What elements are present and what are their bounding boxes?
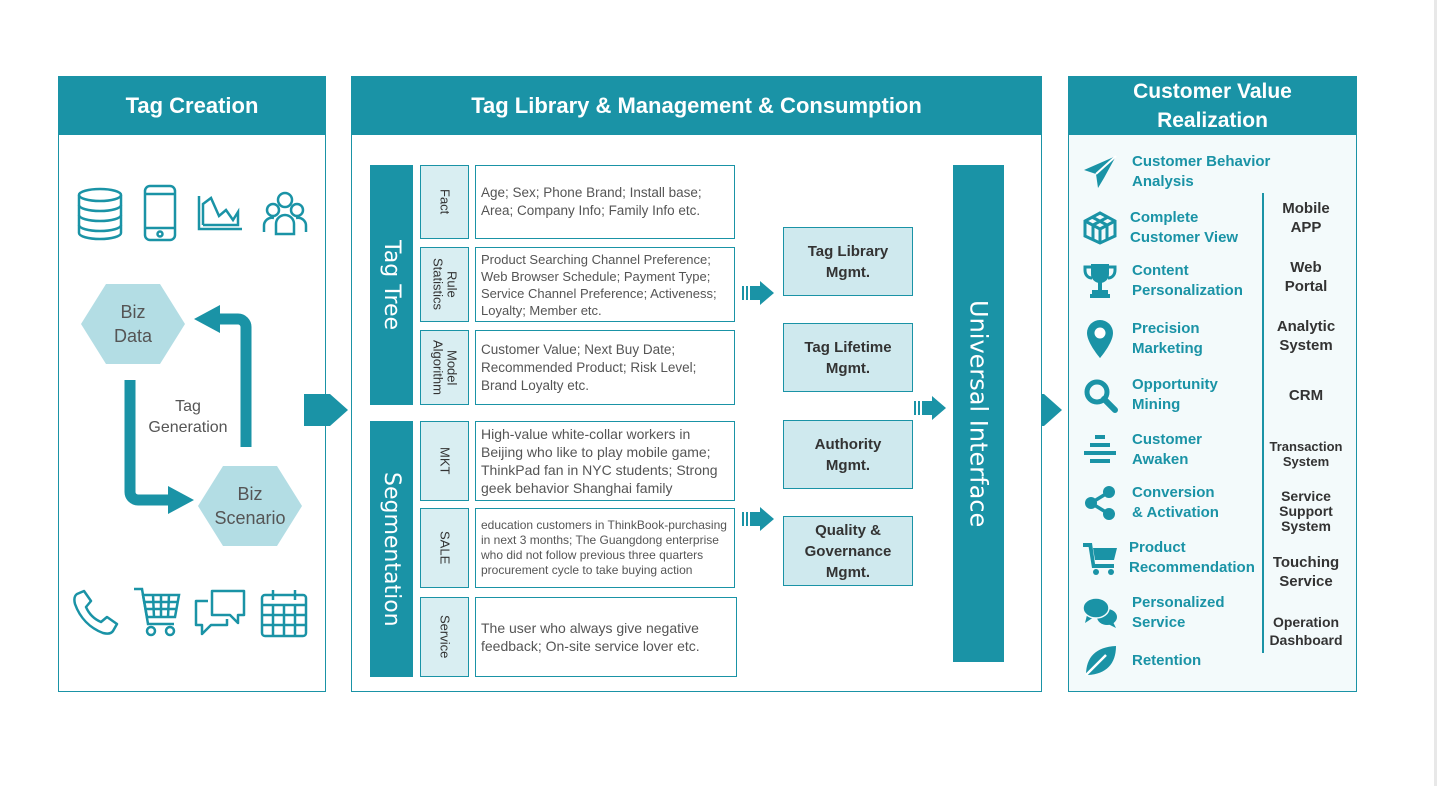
page-edge-line [1434,0,1437,786]
cv-item-retention: Retention [1082,643,1201,679]
cv-item-conversion-activation: Conversion & Activation [1082,483,1219,523]
telephone-icon [73,589,119,635]
paper-plane-icon [1084,155,1117,188]
universal-interface-bar: Universal Interface [953,165,1004,662]
biz-data-return-arrow [194,305,252,447]
trophy-icon [1083,264,1117,298]
cv-item-customer-awaken: Customer Awaken [1082,430,1202,470]
tag-library-mgmt-box: Tag Library Mgmt. [783,227,913,296]
category-rule-statistics: Rule Statistics [420,247,469,322]
service-description: The user who always give negative feedba… [475,597,737,677]
biz-data-label: Biz Data [113,302,153,346]
authority-mgmt-box: Authority Mgmt. [783,420,913,489]
stack-lines-icon [1084,435,1116,463]
system-service-support-system: Service Support System [1279,488,1333,534]
customer-value-title: Customer Value Realization [1069,77,1356,135]
biz-data-hexagon [81,284,185,364]
tag-creation-panel: Tag Creation [58,76,326,692]
leaf-icon [1085,646,1116,676]
system-transaction-system: Transaction System [1269,439,1343,469]
system-operation-dashboard: Operation Dashboard [1269,614,1343,648]
cube-icon [1083,211,1117,245]
rule-statistics-description: Product Searching Channel Preference; We… [475,247,735,322]
tag-generation-label: Tag Generation [148,398,228,436]
cv-item-product-recommendation: Product Recommendation [1082,538,1255,578]
system-touching-service: Touching Service [1272,554,1340,590]
database-icon [77,187,123,241]
cart-icon [1083,543,1117,575]
share-icon [1085,486,1115,520]
users-group-icon [262,191,308,236]
cv-item-complete-customer-view: Complete Customer View [1082,208,1238,248]
magnifier-icon [1084,379,1118,413]
system-mobile-app: Mobile APP [1282,200,1330,236]
tag-creation-title: Tag Creation [59,77,325,135]
shopping-cart-icon [134,587,181,637]
category-service: Service [420,597,469,677]
mobile-phone-icon [143,184,177,242]
speech-bubbles-icon [1082,597,1117,628]
quality-governance-mgmt-box: Quality & Governance Mgmt. [783,516,913,586]
fact-description: Age; Sex; Phone Brand; Install base; Are… [475,165,735,239]
location-pin-icon [1087,320,1113,358]
mgmt-to-interface-arrow [914,396,946,420]
biz-scenario-label: Biz Scenario [214,484,286,528]
creation-to-library-arrow [304,394,348,426]
cv-item-personalized-service: Personalized Service [1082,593,1225,633]
universal-interface-label: Universal Interface [964,299,993,528]
system-web-portal: Web Portal [1284,259,1328,295]
biz-scenario-hexagon [198,466,302,546]
calendar-icon [260,590,308,638]
segmentation-bar: Segmentation [370,421,413,677]
seg-to-mgmt-arrow [742,507,774,531]
tag-tree-label: Tag Tree [379,239,404,331]
category-fact: Fact [420,165,469,239]
cv-item-customer-behavior-analysis: Customer Behavior Analysis [1082,152,1270,192]
segmentation-label: Segmentation [379,471,404,627]
category-model-algorithm: Model Algorithm [420,330,469,405]
area-chart-icon [197,196,242,231]
cv-item-opportunity-mining: Opportunity Mining [1082,375,1218,415]
mkt-description: High-value white-collar workers in Beiji… [475,421,735,501]
model-algorithm-description: Customer Value; Next Buy Date; Recommend… [475,330,735,405]
tree-to-mgmt-arrow [742,281,774,305]
system-analytic-system: Analytic System [1276,318,1336,354]
category-sale: SALE [420,508,469,588]
customer-value-panel: Customer Value Realization [1068,76,1357,692]
tag-generation-arrow [124,380,194,514]
tag-tree-bar: Tag Tree [370,165,413,405]
cv-item-content-personalization: Content Personalization [1082,261,1243,301]
system-crm: CRM [1288,387,1324,404]
category-mkt: MKT [420,421,469,501]
cv-item-precision-marketing: Precision Marketing [1082,318,1203,360]
chat-bubbles-icon [194,589,246,636]
tag-lifetime-mgmt-box: Tag Lifetime Mgmt. [783,323,913,392]
tag-library-title: Tag Library & Management & Consumption [352,77,1041,135]
sale-description: education customers in ThinkBook-purchas… [475,508,735,588]
systems-divider [1262,193,1264,653]
